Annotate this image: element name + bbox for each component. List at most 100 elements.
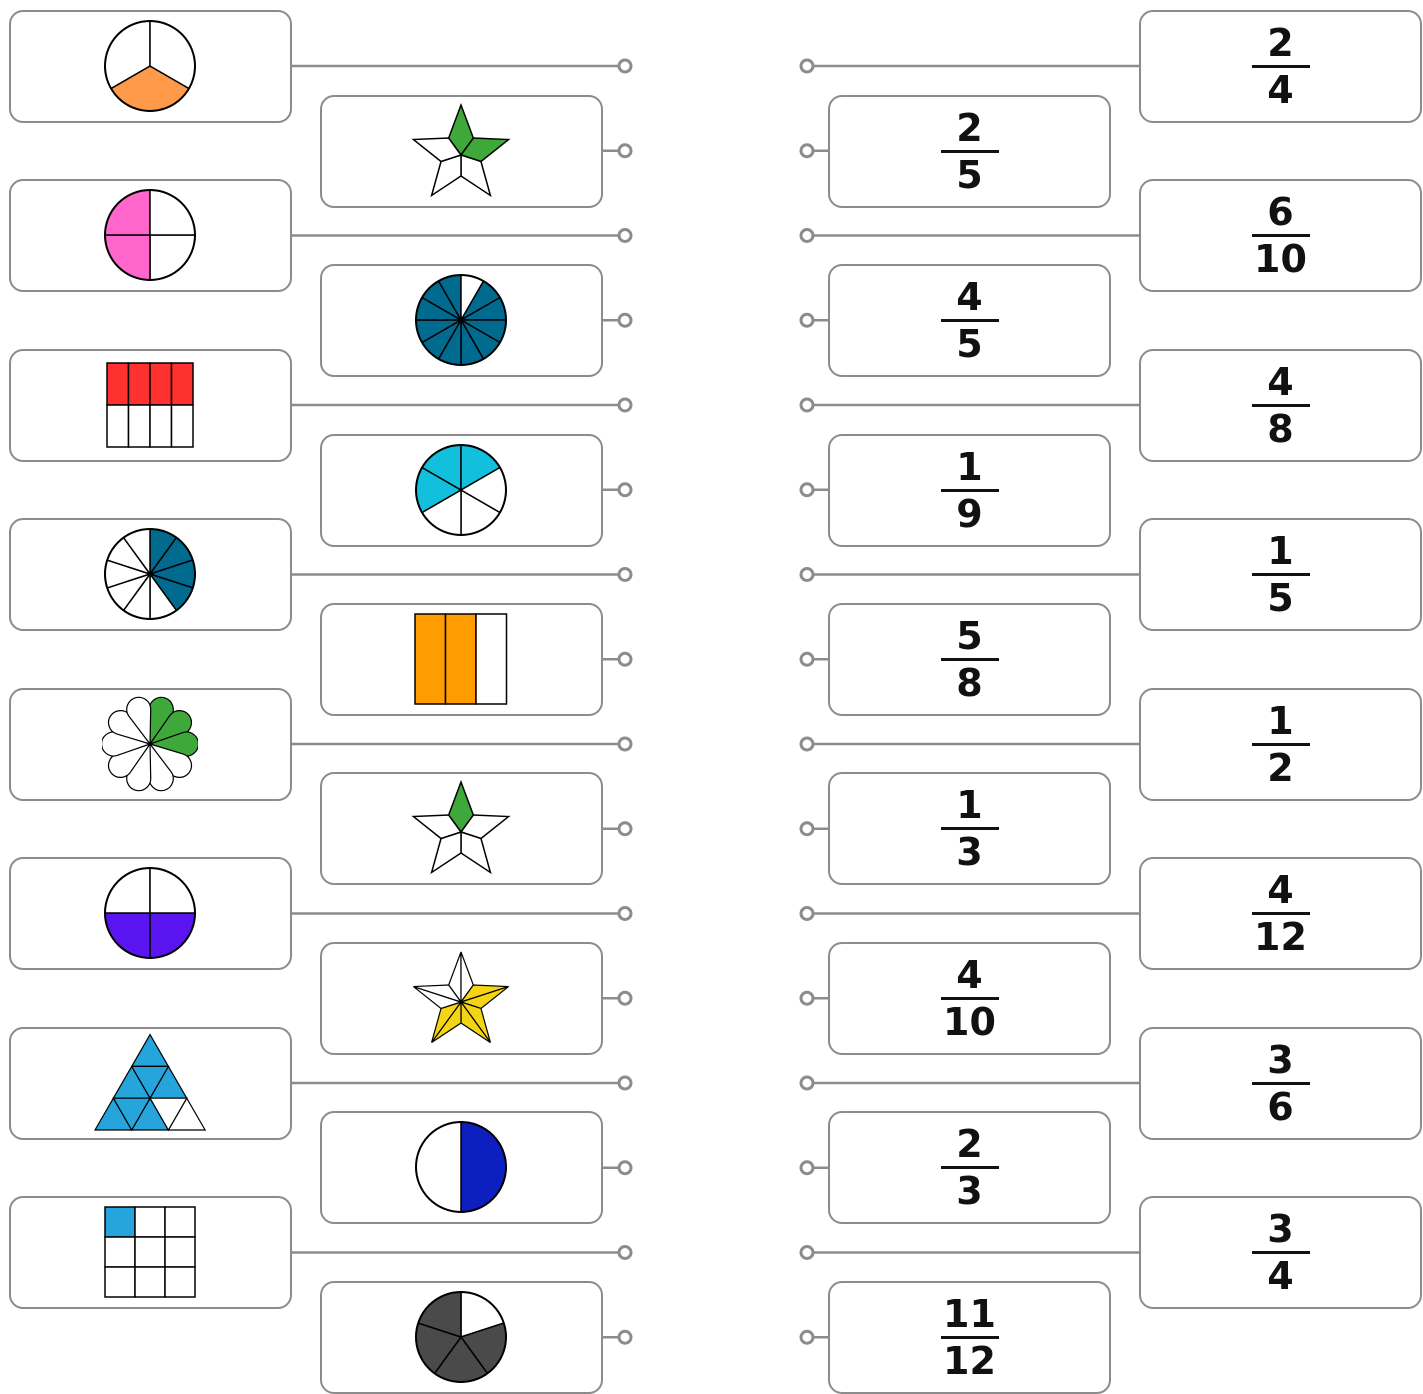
picture-card-12[interactable] xyxy=(320,942,603,1055)
triangle-part xyxy=(132,1035,169,1067)
fraction-shape-9 xyxy=(102,696,198,792)
connector-dot-right[interactable] xyxy=(801,1077,813,1089)
picture-card-15[interactable] xyxy=(9,1196,292,1309)
denominator: 4 xyxy=(1267,1254,1293,1295)
fraction-shape-5 xyxy=(105,361,195,449)
connector-dot-right[interactable] xyxy=(801,1247,813,1259)
connector-dot-right[interactable] xyxy=(801,60,813,72)
connector-dot-right[interactable] xyxy=(801,1331,813,1343)
connector-dot-right[interactable] xyxy=(801,738,813,750)
connector-dot-right[interactable] xyxy=(801,484,813,496)
denominator: 4 xyxy=(1267,68,1293,109)
connector-dot-right[interactable] xyxy=(801,314,813,326)
grid-cell xyxy=(165,1267,195,1297)
connector-dot-left[interactable] xyxy=(619,908,631,920)
connector-dot-left[interactable] xyxy=(619,60,631,72)
grid-cell xyxy=(172,363,194,405)
connector-dot-left[interactable] xyxy=(619,1162,631,1174)
grid-cell xyxy=(129,363,151,405)
picture-card-13[interactable] xyxy=(9,1027,292,1140)
picture-card-10[interactable] xyxy=(320,772,603,885)
numerator: 11 xyxy=(943,1295,996,1336)
denominator: 10 xyxy=(943,1000,996,1041)
picture-card-9[interactable] xyxy=(9,688,292,801)
picture-card-6[interactable] xyxy=(320,434,603,547)
connector-dot-right[interactable] xyxy=(801,908,813,920)
connector-dot-right[interactable] xyxy=(801,399,813,411)
connector-dot-left[interactable] xyxy=(619,569,631,581)
fraction-shape-7 xyxy=(102,526,198,622)
grid-cell xyxy=(135,1237,165,1267)
connector-dot-right[interactable] xyxy=(801,992,813,1004)
grid-cell xyxy=(129,405,151,447)
connector-dot-left[interactable] xyxy=(619,653,631,665)
picture-card-11[interactable] xyxy=(9,857,292,970)
picture-card-1[interactable] xyxy=(9,10,292,123)
picture-card-3[interactable] xyxy=(9,179,292,292)
connector-dot-right[interactable] xyxy=(801,653,813,665)
numerator: 3 xyxy=(1267,1210,1293,1251)
numerator: 5 xyxy=(956,617,982,658)
connector-dot-left[interactable] xyxy=(619,823,631,835)
denominator: 8 xyxy=(1267,407,1293,448)
connector-dot-left[interactable] xyxy=(619,1331,631,1343)
picture-card-4[interactable] xyxy=(320,264,603,377)
grid-cell xyxy=(150,405,172,447)
fraction-shape-14 xyxy=(413,1119,509,1215)
fraction-shape-8 xyxy=(413,612,509,706)
grid-cell xyxy=(105,1267,135,1297)
connector-dot-left[interactable] xyxy=(619,1247,631,1259)
picture-card-2[interactable] xyxy=(320,95,603,208)
denominator: 10 xyxy=(1254,237,1307,278)
numerator: 3 xyxy=(1267,1041,1293,1082)
picture-card-5[interactable] xyxy=(9,349,292,462)
grid-cell xyxy=(107,363,129,405)
numerator: 2 xyxy=(956,109,982,150)
grid-cell xyxy=(165,1207,195,1237)
connector-dot-right[interactable] xyxy=(801,1162,813,1174)
connector-dot-left[interactable] xyxy=(619,484,631,496)
connector-dot-left[interactable] xyxy=(619,1077,631,1089)
grid-cell xyxy=(105,1237,135,1267)
pie-slice xyxy=(461,1122,506,1212)
connector-dot-left[interactable] xyxy=(619,992,631,1004)
picture-card-8[interactable] xyxy=(320,603,603,716)
picture-card-14[interactable] xyxy=(320,1111,603,1224)
connector-dot-right[interactable] xyxy=(801,823,813,835)
star-point xyxy=(432,155,461,195)
denominator: 9 xyxy=(956,492,982,533)
connector-dot-right[interactable] xyxy=(801,145,813,157)
connector-dot-left[interactable] xyxy=(619,145,631,157)
denominator: 2 xyxy=(1267,746,1293,787)
connector-dot-left[interactable] xyxy=(619,738,631,750)
numerator: 4 xyxy=(956,278,982,319)
connector-dot-right[interactable] xyxy=(801,230,813,242)
connector-dot-left[interactable] xyxy=(619,230,631,242)
picture-card-16[interactable] xyxy=(320,1281,603,1394)
denominator: 3 xyxy=(956,830,982,871)
connector-dot-right[interactable] xyxy=(801,569,813,581)
picture-card-7[interactable] xyxy=(9,518,292,631)
denominator: 5 xyxy=(956,153,982,194)
numerator: 1 xyxy=(956,448,982,489)
fraction-shape-1 xyxy=(102,18,198,114)
fraction-shape-16 xyxy=(413,1289,509,1385)
connector-dot-left[interactable] xyxy=(619,399,631,411)
connector-dot-left[interactable] xyxy=(619,314,631,326)
